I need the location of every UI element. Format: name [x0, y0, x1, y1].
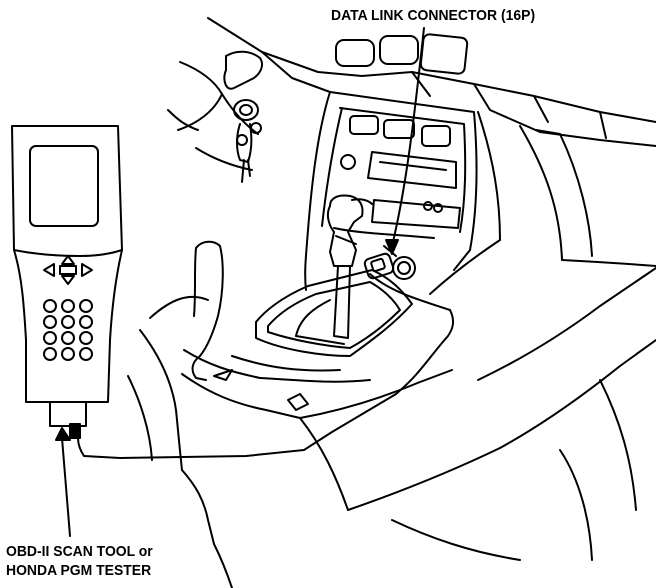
scan-tool	[11, 125, 123, 439]
shift-gate	[255, 269, 413, 357]
scan-tool-label-line-2: HONDA PGM TESTER	[6, 562, 152, 579]
center-stack	[304, 91, 478, 291]
lower-console	[127, 267, 656, 588]
ignition-key	[233, 99, 262, 183]
scan-tool-plug-housing	[49, 401, 87, 427]
scan-tool-display	[29, 145, 99, 227]
right-panel	[429, 111, 656, 295]
steering-column	[167, 50, 263, 171]
connector-leader-line	[385, 27, 425, 255]
scan-tool-label: OBD-II SCAN TOOL or HONDA PGM TESTER	[6, 542, 153, 580]
scan-tool-label-line-1: OBD-II SCAN TOOL or	[6, 543, 153, 560]
parking-brake	[191, 240, 224, 381]
dashboard-outline	[207, 17, 656, 147]
dashboard-vents	[335, 33, 469, 75]
keypad	[43, 299, 93, 361]
scan-tool-leader-line	[55, 427, 71, 537]
scan-tool-cable	[77, 273, 455, 459]
arrow-keys	[43, 255, 93, 285]
data-link-connector-label: DATA LINK CONNECTOR (16P)	[331, 7, 536, 24]
gear-shifter	[326, 194, 364, 339]
scan-tool-plug	[69, 423, 81, 439]
data-link-connector	[363, 245, 416, 280]
